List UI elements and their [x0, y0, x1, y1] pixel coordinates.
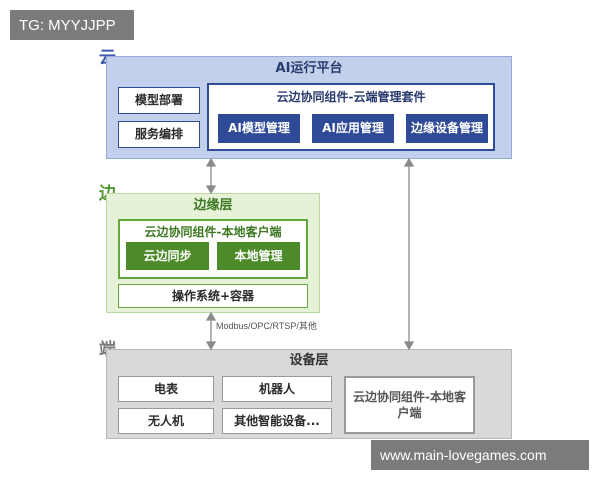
- edge-device-mgmt-box: 边缘设备管理: [406, 114, 488, 143]
- other-devices-box: 其他智能设备...: [222, 408, 332, 434]
- edge-device-connector: [205, 311, 217, 351]
- ai-model-mgmt-box: AI模型管理: [218, 114, 300, 143]
- edge-layer-title: 边缘层: [193, 198, 233, 213]
- meter-box: 电表: [118, 376, 214, 402]
- robot-box: 机器人: [222, 376, 332, 402]
- model-deploy-box: 模型部署: [118, 87, 200, 114]
- service-orchestration-box: 服务编排: [118, 121, 200, 148]
- watermark-bottom: www.main-lovegames.com: [371, 440, 589, 470]
- cloud-device-connector: [403, 157, 415, 351]
- cloud-platform-title: AI运行平台: [275, 61, 343, 76]
- cloud-edge-connector: [205, 157, 217, 195]
- protocol-label: Modbus/OPC/RTSP/其他: [216, 321, 317, 331]
- drone-box: 无人机: [118, 408, 214, 434]
- os-container-box: 操作系统+容器: [118, 284, 308, 308]
- watermark-top: TG: MYYJJPP: [10, 10, 134, 40]
- local-management-box: 本地管理: [217, 242, 300, 270]
- cloud-suite-label: 云边协同组件-云端管理套件: [276, 90, 426, 104]
- ai-app-mgmt-box: AI应用管理: [312, 114, 394, 143]
- device-layer-title: 设备层: [289, 353, 329, 368]
- device-local-client-box: 云边协同组件-本地客户端: [344, 376, 475, 434]
- cloud-edge-sync-box: 云边同步: [126, 242, 209, 270]
- edge-client-label: 云边协同组件-本地客户端: [144, 225, 282, 239]
